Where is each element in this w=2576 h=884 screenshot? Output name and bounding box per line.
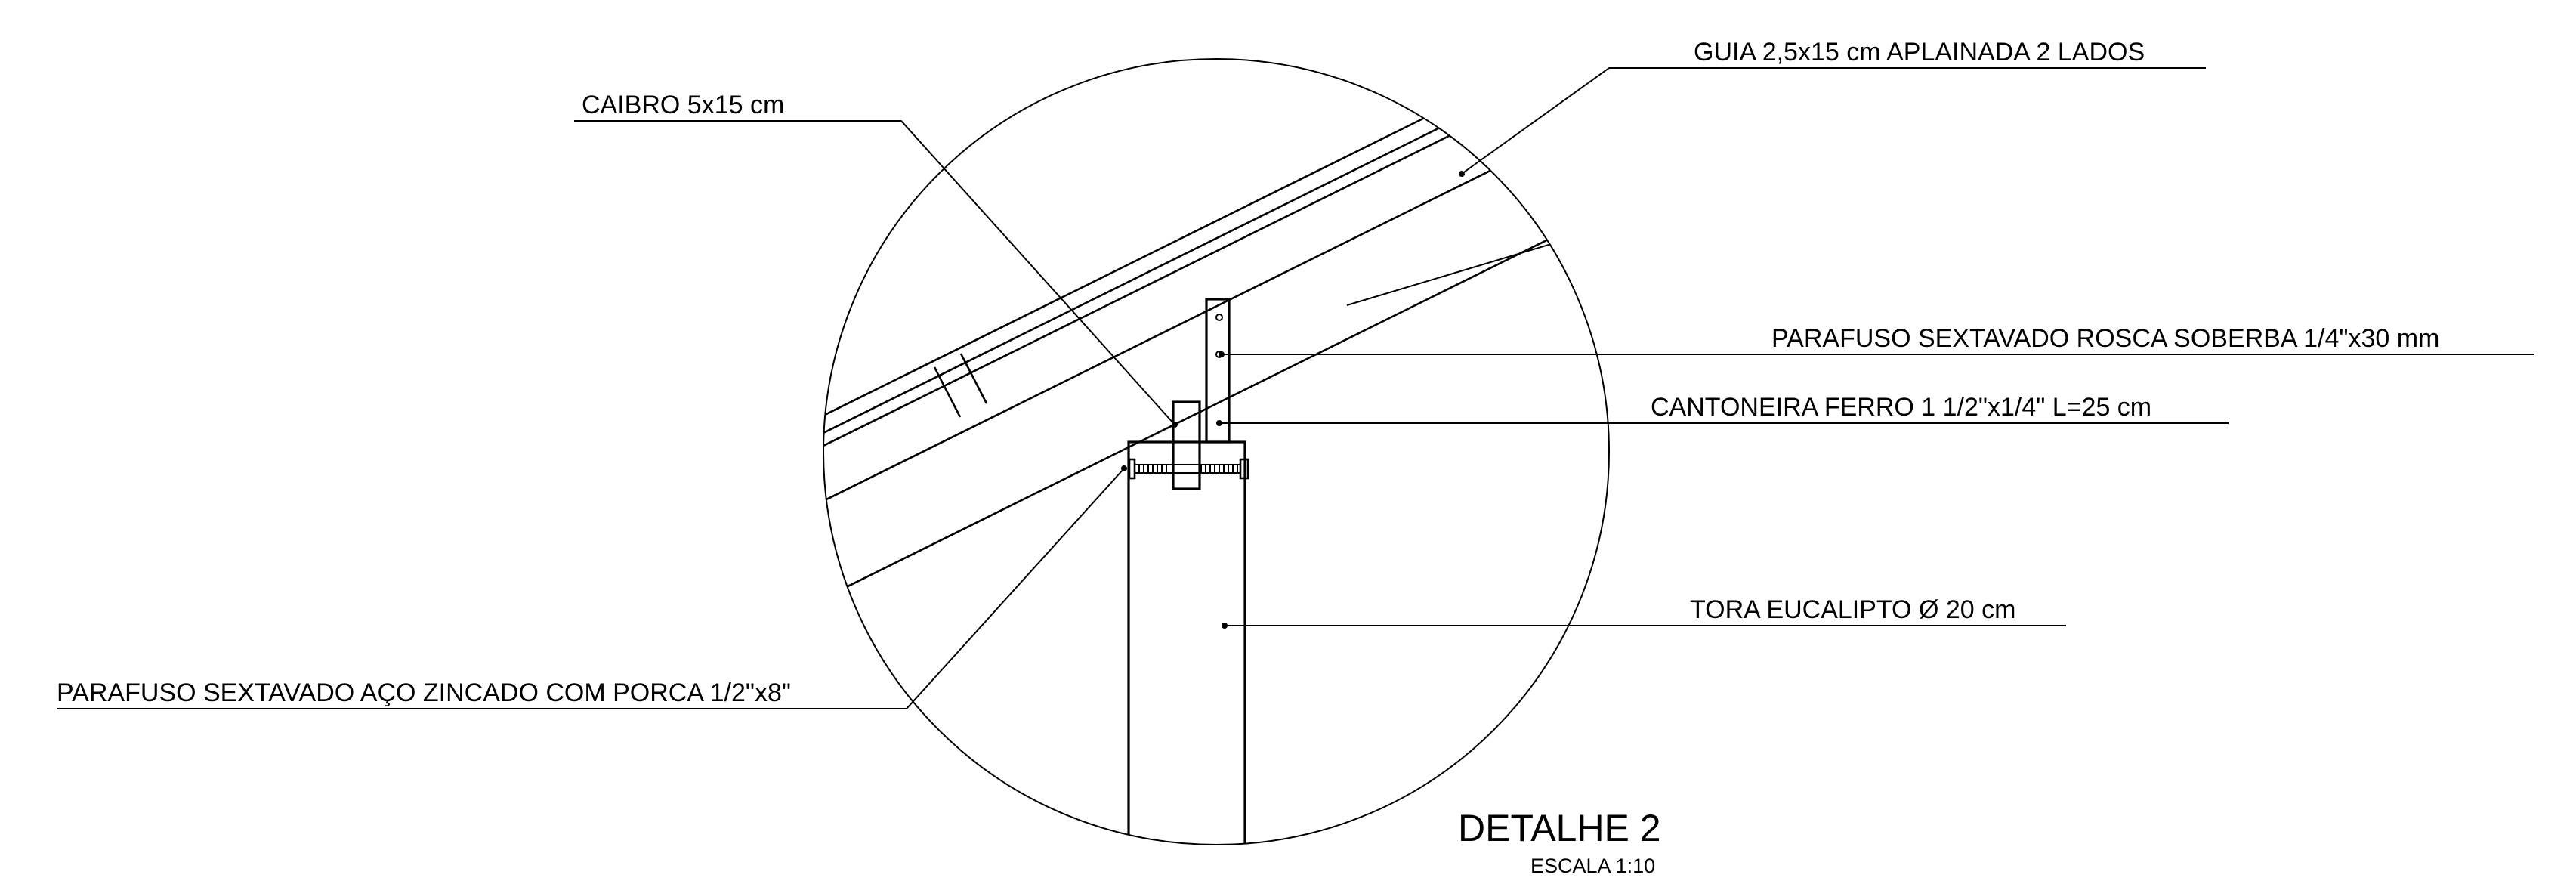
structure-section <box>823 59 1609 845</box>
bolt-nut <box>1239 458 1249 480</box>
leader-dot-caibro <box>1172 422 1178 428</box>
guia-joint-2 <box>959 353 988 404</box>
guia-edge-top <box>823 59 1609 417</box>
secondary-member-edge <box>1346 226 1609 306</box>
guia-joint-1 <box>933 366 962 418</box>
leader-dot-tora <box>1222 623 1228 629</box>
guia-edge-bottom <box>823 59 1609 434</box>
detail-title: DETALHE 2 <box>1458 807 1661 849</box>
caibro-edge-bottom <box>823 110 1609 502</box>
bolt-head <box>1128 458 1136 480</box>
label-parafuso-soberba: PARAFUSO SEXTAVADO ROSCA SOBERBA 1/4"x30… <box>1771 324 2439 353</box>
caibro-edge-top <box>823 59 1609 447</box>
leader-dot-parafuso-soberba <box>1219 351 1225 357</box>
leader-dot-cantoneira <box>1216 420 1222 426</box>
detail-scale: ESCALA 1:10 <box>1530 855 1655 877</box>
eucalyptus-log <box>1127 440 1246 845</box>
angle-plate-lower <box>1172 400 1201 490</box>
bolt-thread <box>1138 465 1238 473</box>
label-tora: TORA EUCALIPTO Ø 20 cm <box>1690 595 2015 624</box>
leader-dot-parafuso-zincado <box>1121 465 1127 471</box>
rafter-lower-edge <box>823 208 1609 600</box>
leader-caibro <box>574 120 1175 425</box>
angle-plate-vertical <box>1205 298 1231 444</box>
label-cantoneira: CANTONEIRA FERRO 1 1/2"x1/4" L=25 cm <box>1651 393 2151 422</box>
leader-parafuso-zincado <box>57 468 1125 709</box>
leader-dot-guia <box>1459 171 1465 177</box>
detail-circle <box>823 58 1610 845</box>
screw-hole-top <box>1215 314 1223 321</box>
label-parafuso-zincado: PARAFUSO SEXTAVADO AÇO ZINCADO COM PORCA… <box>57 678 791 707</box>
label-caibro: CAIBRO 5x15 cm <box>582 91 784 119</box>
label-guia: GUIA 2,5x15 cm APLAINADA 2 LADOS <box>1694 38 2145 66</box>
leader-guia <box>1461 67 2206 175</box>
